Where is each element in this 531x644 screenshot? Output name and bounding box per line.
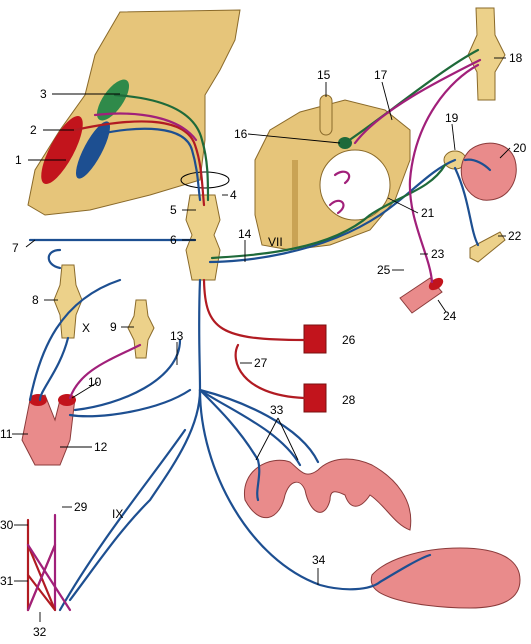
label-30: 30 [0, 518, 14, 532]
label-13: 13 [170, 329, 184, 343]
label-2: 2 [30, 123, 37, 137]
label-28: 28 [342, 393, 356, 407]
nerve-paths [26, 48, 492, 612]
temporal-bone [254, 94, 411, 251]
label-4: 4 [230, 188, 237, 202]
label-16: 16 [234, 127, 248, 141]
label-8: 8 [32, 293, 39, 307]
label-ix: IX [112, 507, 123, 521]
structure-22 [469, 231, 506, 263]
label-12: 12 [94, 440, 108, 454]
label-6: 6 [170, 233, 177, 247]
muscle-26 [303, 324, 327, 354]
label-20: 20 [513, 141, 527, 155]
brainstem [27, 9, 241, 216]
nucleus-blue [76, 121, 110, 179]
label-1: 1 [15, 153, 22, 167]
label-24: 24 [443, 309, 457, 323]
ganglion-18 [467, 7, 506, 101]
label-vii: VII [268, 235, 283, 249]
label-18: 18 [509, 51, 523, 65]
carotid-bifurcation [21, 394, 76, 466]
label-3: 3 [40, 87, 47, 101]
label-14: 14 [238, 227, 252, 241]
label-15: 15 [317, 68, 331, 82]
label-34: 34 [312, 553, 326, 567]
vessel-24 [399, 277, 444, 314]
pharynx [244, 458, 412, 531]
label-19: 19 [445, 111, 459, 125]
glossopharyngeal-ganglia [180, 171, 230, 281]
label-17: 17 [374, 68, 388, 82]
label-27: 27 [254, 356, 268, 370]
tympanic-cavity [319, 149, 391, 221]
label-11: 11 [0, 427, 13, 441]
label-31: 31 [0, 574, 14, 588]
label-7: 7 [12, 241, 19, 255]
label-29: 29 [74, 500, 88, 514]
parotid-gland [460, 142, 517, 201]
label-10: 10 [88, 375, 102, 389]
ganglion-9 [127, 299, 155, 359]
label-26: 26 [342, 333, 356, 347]
label-23: 23 [431, 247, 445, 261]
roman-labels: VII X IX [82, 235, 283, 521]
styloid-process [319, 94, 333, 136]
nucleus-red [41, 115, 83, 185]
label-32: 32 [33, 625, 47, 639]
leader-lines [12, 57, 511, 622]
label-x: X [82, 321, 90, 335]
label-33: 33 [270, 403, 284, 417]
label-5: 5 [170, 203, 177, 217]
jugular-foramen-ring [180, 171, 230, 189]
number-labels: 1 2 3 4 5 6 7 8 9 10 11 12 13 14 15 16 1… [0, 51, 527, 639]
label-21: 21 [421, 206, 435, 220]
label-22: 22 [508, 229, 522, 243]
ganglion-8 [53, 264, 83, 339]
nucleus-green [96, 79, 130, 121]
label-9: 9 [110, 320, 117, 334]
muscle-28 [303, 383, 327, 413]
tongue [370, 547, 521, 609]
label-25: 25 [377, 263, 391, 277]
